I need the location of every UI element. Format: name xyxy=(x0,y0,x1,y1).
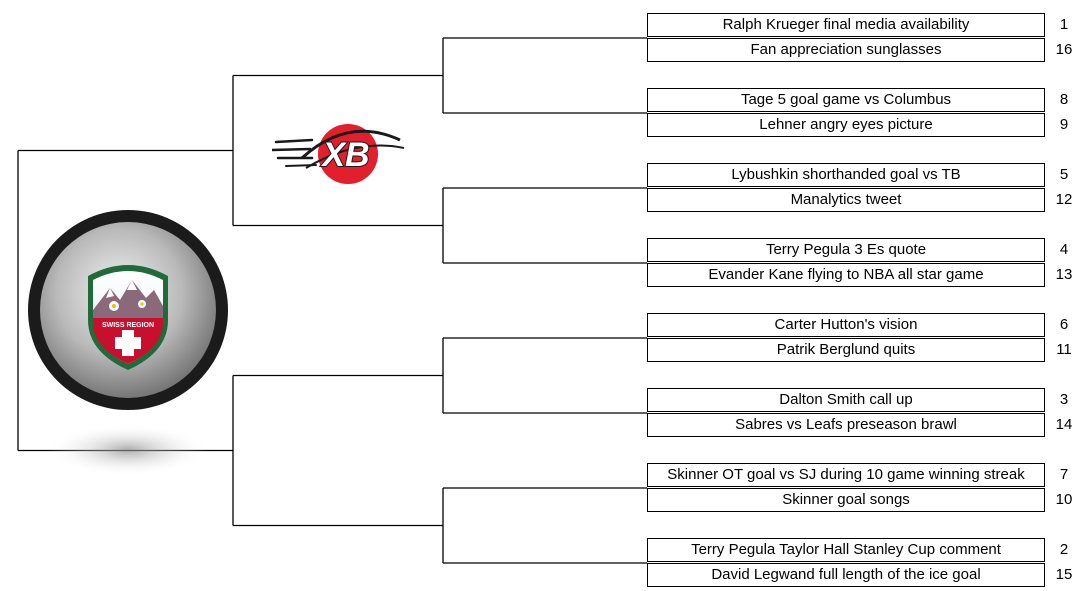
swiss-region-shield-icon xyxy=(88,265,168,370)
bracket-entry: Tage 5 goal game vs Columbus xyxy=(647,88,1045,112)
seed-number: 4 xyxy=(1059,241,1069,258)
seed-number: 3 xyxy=(1059,391,1069,408)
bracket-entry: Patrik Berglund quits xyxy=(647,338,1045,362)
bracket-entry: Skinner OT goal vs SJ during 10 game win… xyxy=(647,463,1045,487)
seed-number: 14 xyxy=(1055,416,1073,433)
bracket-entry: Terry Pegula 3 Es quote xyxy=(647,238,1045,262)
bracket-entry: Terry Pegula Taylor Hall Stanley Cup com… xyxy=(647,538,1045,562)
seed-number: 16 xyxy=(1055,41,1073,58)
bracket-entry: Sabres vs Leafs preseason brawl xyxy=(647,413,1045,437)
xb-logo: XB xyxy=(272,124,405,184)
bracket-entry: Lehner angry eyes picture xyxy=(647,113,1045,137)
xb-logo-text: XB xyxy=(320,136,369,174)
bracket-entry: Carter Hutton's vision xyxy=(647,313,1045,337)
seed-number: 9 xyxy=(1059,116,1069,133)
seed-number: 6 xyxy=(1059,316,1069,333)
bracket-entry: Manalytics tweet xyxy=(647,188,1045,212)
seed-number: 11 xyxy=(1056,341,1072,358)
bracket-entry: Fan appreciation sunglasses xyxy=(647,38,1045,62)
seed-number: 12 xyxy=(1055,191,1073,208)
seed-number: 15 xyxy=(1055,566,1073,583)
seed-number: 8 xyxy=(1059,91,1069,108)
seed-number: 1 xyxy=(1059,16,1069,33)
bracket-entry: Lybushkin shorthanded goal vs TB xyxy=(647,163,1045,187)
seed-number: 10 xyxy=(1055,491,1073,508)
bracket-entry: Dalton Smith call up xyxy=(647,388,1045,412)
seed-number: 2 xyxy=(1059,541,1069,558)
bracket-entry: Skinner goal songs xyxy=(647,488,1045,512)
bracket-entry: Evander Kane flying to NBA all star game xyxy=(647,263,1045,287)
seed-number: 13 xyxy=(1055,266,1073,283)
seed-number: 5 xyxy=(1059,166,1069,183)
seed-number: 7 xyxy=(1059,466,1069,483)
speed-lines xyxy=(272,138,317,167)
swiss-region-text: SWISS REGION xyxy=(102,322,154,329)
bracket-entry: David Legwand full length of the ice goa… xyxy=(647,563,1045,587)
puck-logo: SWISS REGION xyxy=(28,210,228,476)
bracket-entry: Ralph Krueger final media availability xyxy=(647,13,1045,37)
puck-shadow xyxy=(46,424,210,476)
